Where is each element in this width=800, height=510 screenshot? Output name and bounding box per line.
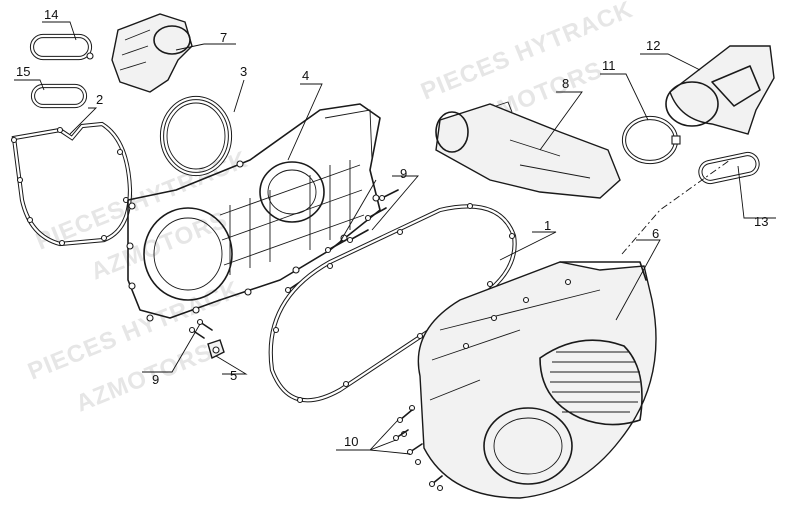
- callout-5: 5: [230, 368, 237, 383]
- part-13-seal: [698, 151, 760, 185]
- part-15-seal: [30, 83, 88, 109]
- leader-lines: [14, 21, 776, 455]
- callout-14: 14: [44, 7, 58, 22]
- part-8-tube: [435, 101, 621, 199]
- part-14-seal: [29, 33, 94, 61]
- callout-12: 12: [646, 38, 660, 53]
- part-6-outer-cover: [400, 261, 657, 499]
- assembly-axis-line: [621, 159, 731, 255]
- part-1-gasket: [268, 202, 517, 404]
- cover-vent-grille: [550, 351, 640, 413]
- part-4-inner-cover: [126, 103, 381, 322]
- callout-2: 2: [96, 92, 103, 107]
- callout-4: 4: [302, 68, 309, 83]
- callout-3: 3: [240, 64, 247, 79]
- part-3-seal: [159, 95, 233, 177]
- part-11-clamp: [621, 115, 681, 165]
- callout-1: 1: [544, 218, 551, 233]
- callout-15: 15: [16, 64, 30, 79]
- callouts: 14 15 2 7 3 4 8 11 12 13 9 1 6 9 5 10: [16, 7, 768, 449]
- callout-6: 6: [652, 226, 659, 241]
- part-10-bolts: [392, 409, 443, 488]
- part-5-plug: [207, 339, 225, 360]
- callout-13: 13: [754, 214, 768, 229]
- part-7-duct: [111, 13, 193, 93]
- part-12-scoop: [665, 45, 775, 135]
- callout-9: 9: [400, 166, 407, 181]
- part-9-bolts: [284, 189, 399, 294]
- callout-11: 11: [602, 58, 616, 73]
- callout-10: 10: [344, 434, 358, 449]
- callout-7: 7: [220, 30, 227, 45]
- part-2-gasket: [10, 121, 133, 247]
- part-9-lower-bolts: [188, 318, 213, 339]
- callout-8: 8: [562, 76, 569, 91]
- callout-9: 9: [152, 372, 159, 387]
